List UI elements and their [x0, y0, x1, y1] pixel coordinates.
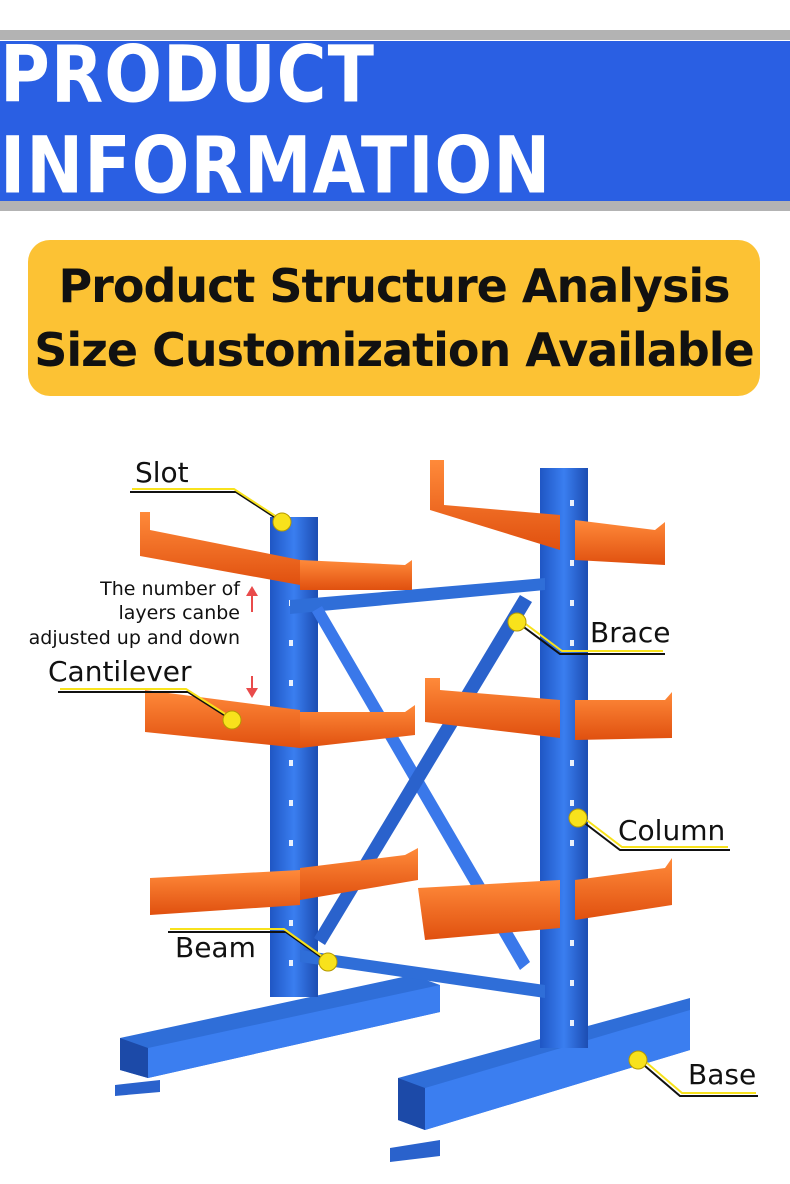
right-base [390, 998, 690, 1162]
adjust-note-line-2: layers canbe [118, 602, 241, 624]
adjust-note-line-3: adjusted up and down [28, 627, 240, 649]
label-brace: Brace [590, 616, 671, 649]
adjust-arrows [246, 586, 258, 698]
callout-lines [58, 491, 758, 1097]
label-cantilever: Cantilever [48, 655, 192, 688]
label-slot: Slot [135, 456, 189, 489]
header-banner: PRODUCT INFORMATION [0, 30, 790, 212]
label-base: Base [688, 1058, 757, 1091]
label-beam: Beam [175, 931, 256, 964]
top-gray-band [0, 30, 790, 40]
headline-box: Product Structure Analysis Size Customiz… [28, 240, 760, 396]
cantilever-rack-illustration [58, 460, 758, 1162]
left-column [270, 517, 318, 997]
callout-highlight-lines [60, 488, 756, 1094]
bottom-gray-band [0, 201, 790, 211]
adjust-note-line-1: The number of [100, 578, 240, 600]
braces [290, 578, 545, 998]
right-arms [418, 460, 672, 940]
right-column [540, 468, 588, 1048]
headline-line-1: Product Structure Analysis [58, 259, 730, 313]
left-arms [140, 512, 418, 915]
callout-dots [222, 512, 648, 1070]
banner-title: PRODUCT INFORMATION [0, 30, 552, 212]
label-column: Column [618, 814, 726, 847]
left-base [115, 975, 440, 1096]
headline-line-2: Size Customization Available [34, 323, 754, 377]
